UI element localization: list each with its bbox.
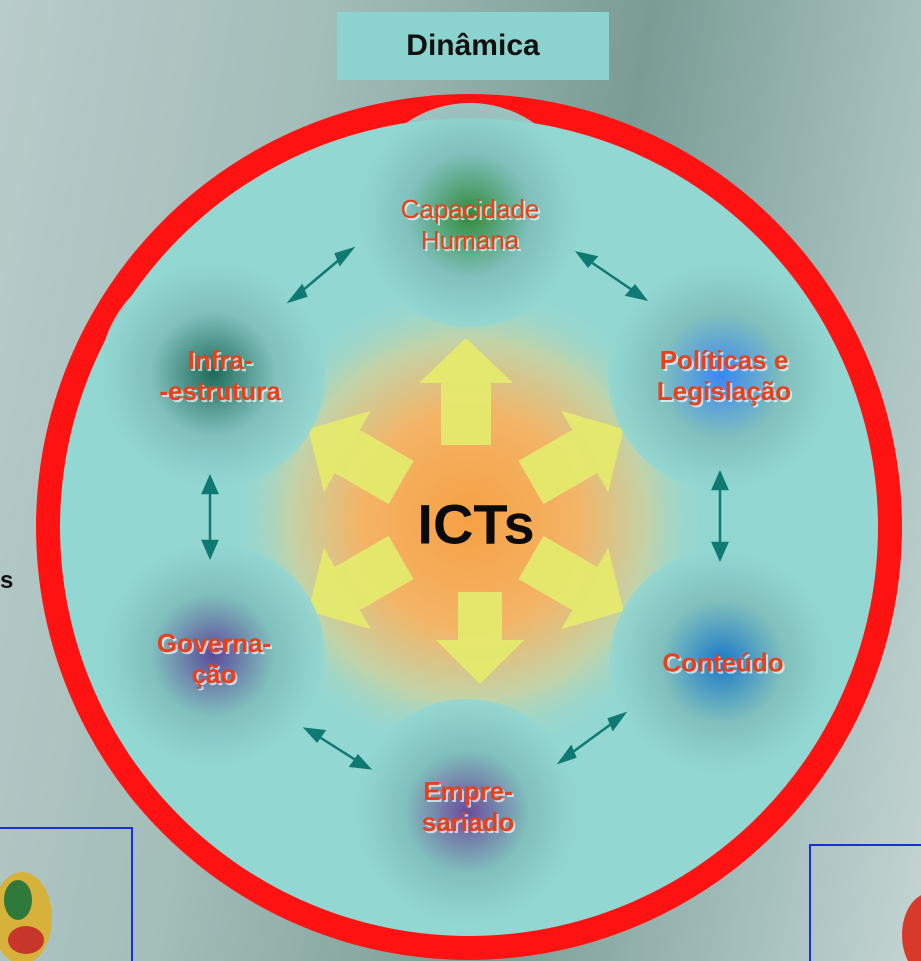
node-circle-capacidade-humana — [358, 103, 582, 327]
diagram-title: Dinâmica — [406, 29, 540, 62]
arrow-lower-left — [308, 535, 414, 630]
node-label-governacao: Governa- ção — [157, 628, 271, 690]
node-label-line: Humana — [420, 225, 520, 255]
connector-infra-capacidade — [286, 246, 356, 304]
arrow-upper-right — [518, 410, 624, 505]
connector-conteudo-empresariado — [556, 711, 628, 765]
arrow-down — [436, 592, 524, 684]
node-circle-politicas-legislacao — [608, 262, 836, 490]
node-circle-governacao — [101, 543, 325, 767]
corner-image-left — [0, 827, 133, 961]
title-box: Dinâmica — [337, 12, 609, 80]
connector-capacidade-politicas — [574, 251, 649, 301]
node-label-line: Governa- — [156, 628, 272, 658]
connector-politicas-conteudo — [711, 469, 729, 563]
connector-infra-governacao — [201, 473, 219, 561]
node-label-line: Infra- — [187, 345, 253, 375]
node-label-line: Conteúdo — [662, 647, 784, 678]
center-label: ICTs — [417, 492, 535, 556]
node-label-line: Capacidade — [400, 194, 540, 224]
node-label-politicas-legislacao: Políticas e Legislação — [657, 345, 791, 407]
node-label-line: ção — [191, 659, 237, 689]
hub-arrows — [308, 338, 624, 684]
center-glow — [229, 280, 709, 760]
arrow-up — [419, 338, 513, 445]
node-label-line: Legislação — [656, 376, 792, 406]
node-label-line: Empre- — [423, 776, 513, 806]
node-label-capacidade-humana: Capacidade Humana — [401, 194, 540, 256]
node-circle-empresariado — [354, 699, 580, 925]
node-label-line: -estrutura — [159, 376, 281, 406]
node-label-infraestrutura: Infra- -estrutura — [159, 345, 280, 407]
arrow-lower-right — [518, 535, 624, 630]
node-label-conteudo: Conteúdo — [662, 648, 783, 679]
connector-governacao-empresariado — [302, 727, 373, 770]
nodes-layer — [100, 103, 836, 925]
connectors — [201, 246, 729, 770]
corner-image-right — [809, 844, 921, 961]
node-circle-infraestrutura — [100, 261, 326, 487]
emblem-right — [902, 895, 921, 961]
node-label-line: sariado — [421, 807, 515, 837]
node-label-line: Políticas e — [659, 345, 789, 375]
arrow-upper-left — [308, 410, 414, 505]
edge-text-fragment: s — [0, 567, 14, 594]
node-label-empresariado: Empre- sariado — [422, 776, 515, 838]
node-circle-conteudo — [610, 550, 834, 774]
